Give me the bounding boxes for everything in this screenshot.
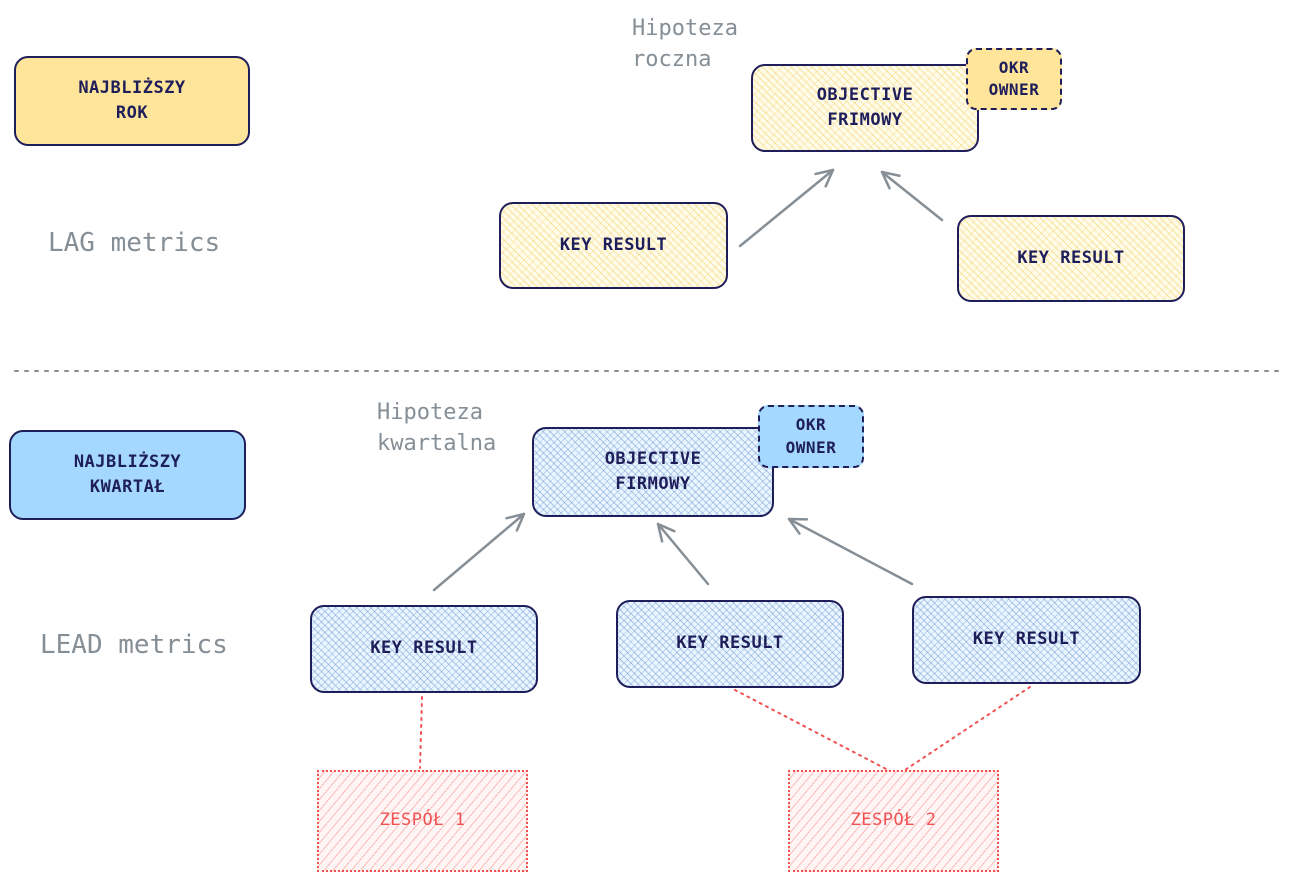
yearly-okr-owner-badge: OKR OWNER — [966, 48, 1062, 110]
yearly-key-result-1: KEY RESULT — [499, 202, 728, 289]
team-box-2: ZESPÓŁ 2 — [788, 770, 999, 872]
quarterly-key-result-3: KEY RESULT — [912, 596, 1141, 684]
quarterly-key-result-1: KEY RESULT — [310, 605, 538, 693]
quarterly-objective-box: OBJECTIVE FIRMOWY — [532, 427, 774, 517]
lead-metrics-label: LEAD metrics — [40, 630, 228, 660]
horizon-box-year: NAJBLIŻSZY ROK — [14, 56, 250, 146]
arrow-yearly-kr2-to-objective — [880, 170, 944, 222]
link-kr2-to-team2 — [734, 689, 889, 771]
quarterly-okr-owner-badge: OKR OWNER — [758, 405, 864, 468]
yearly-hypothesis-note: Hipoteza roczna — [632, 16, 738, 72]
arrow-quarterly-kr3-to-objective — [787, 517, 914, 586]
team-box-1: ZESPÓŁ 1 — [317, 770, 528, 872]
arrow-yearly-kr1-to-objective — [738, 168, 835, 248]
yearly-objective-box: OBJECTIVE FRIMOWY — [751, 64, 979, 152]
yearly-key-result-2: KEY RESULT — [957, 215, 1185, 302]
horizon-box-quarter: NAJBLIŻSZY KWARTAŁ — [9, 430, 246, 520]
quarterly-hypothesis-note: Hipoteza kwartalna — [377, 400, 497, 456]
arrow-quarterly-kr1-to-objective — [432, 512, 526, 592]
lag-metrics-label: LAG metrics — [48, 228, 221, 258]
quarterly-key-result-2: KEY RESULT — [616, 600, 844, 688]
link-kr1-to-team1 — [419, 696, 423, 769]
arrow-quarterly-kr2-to-objective — [656, 522, 710, 586]
link-kr3-to-team2 — [904, 686, 1031, 771]
